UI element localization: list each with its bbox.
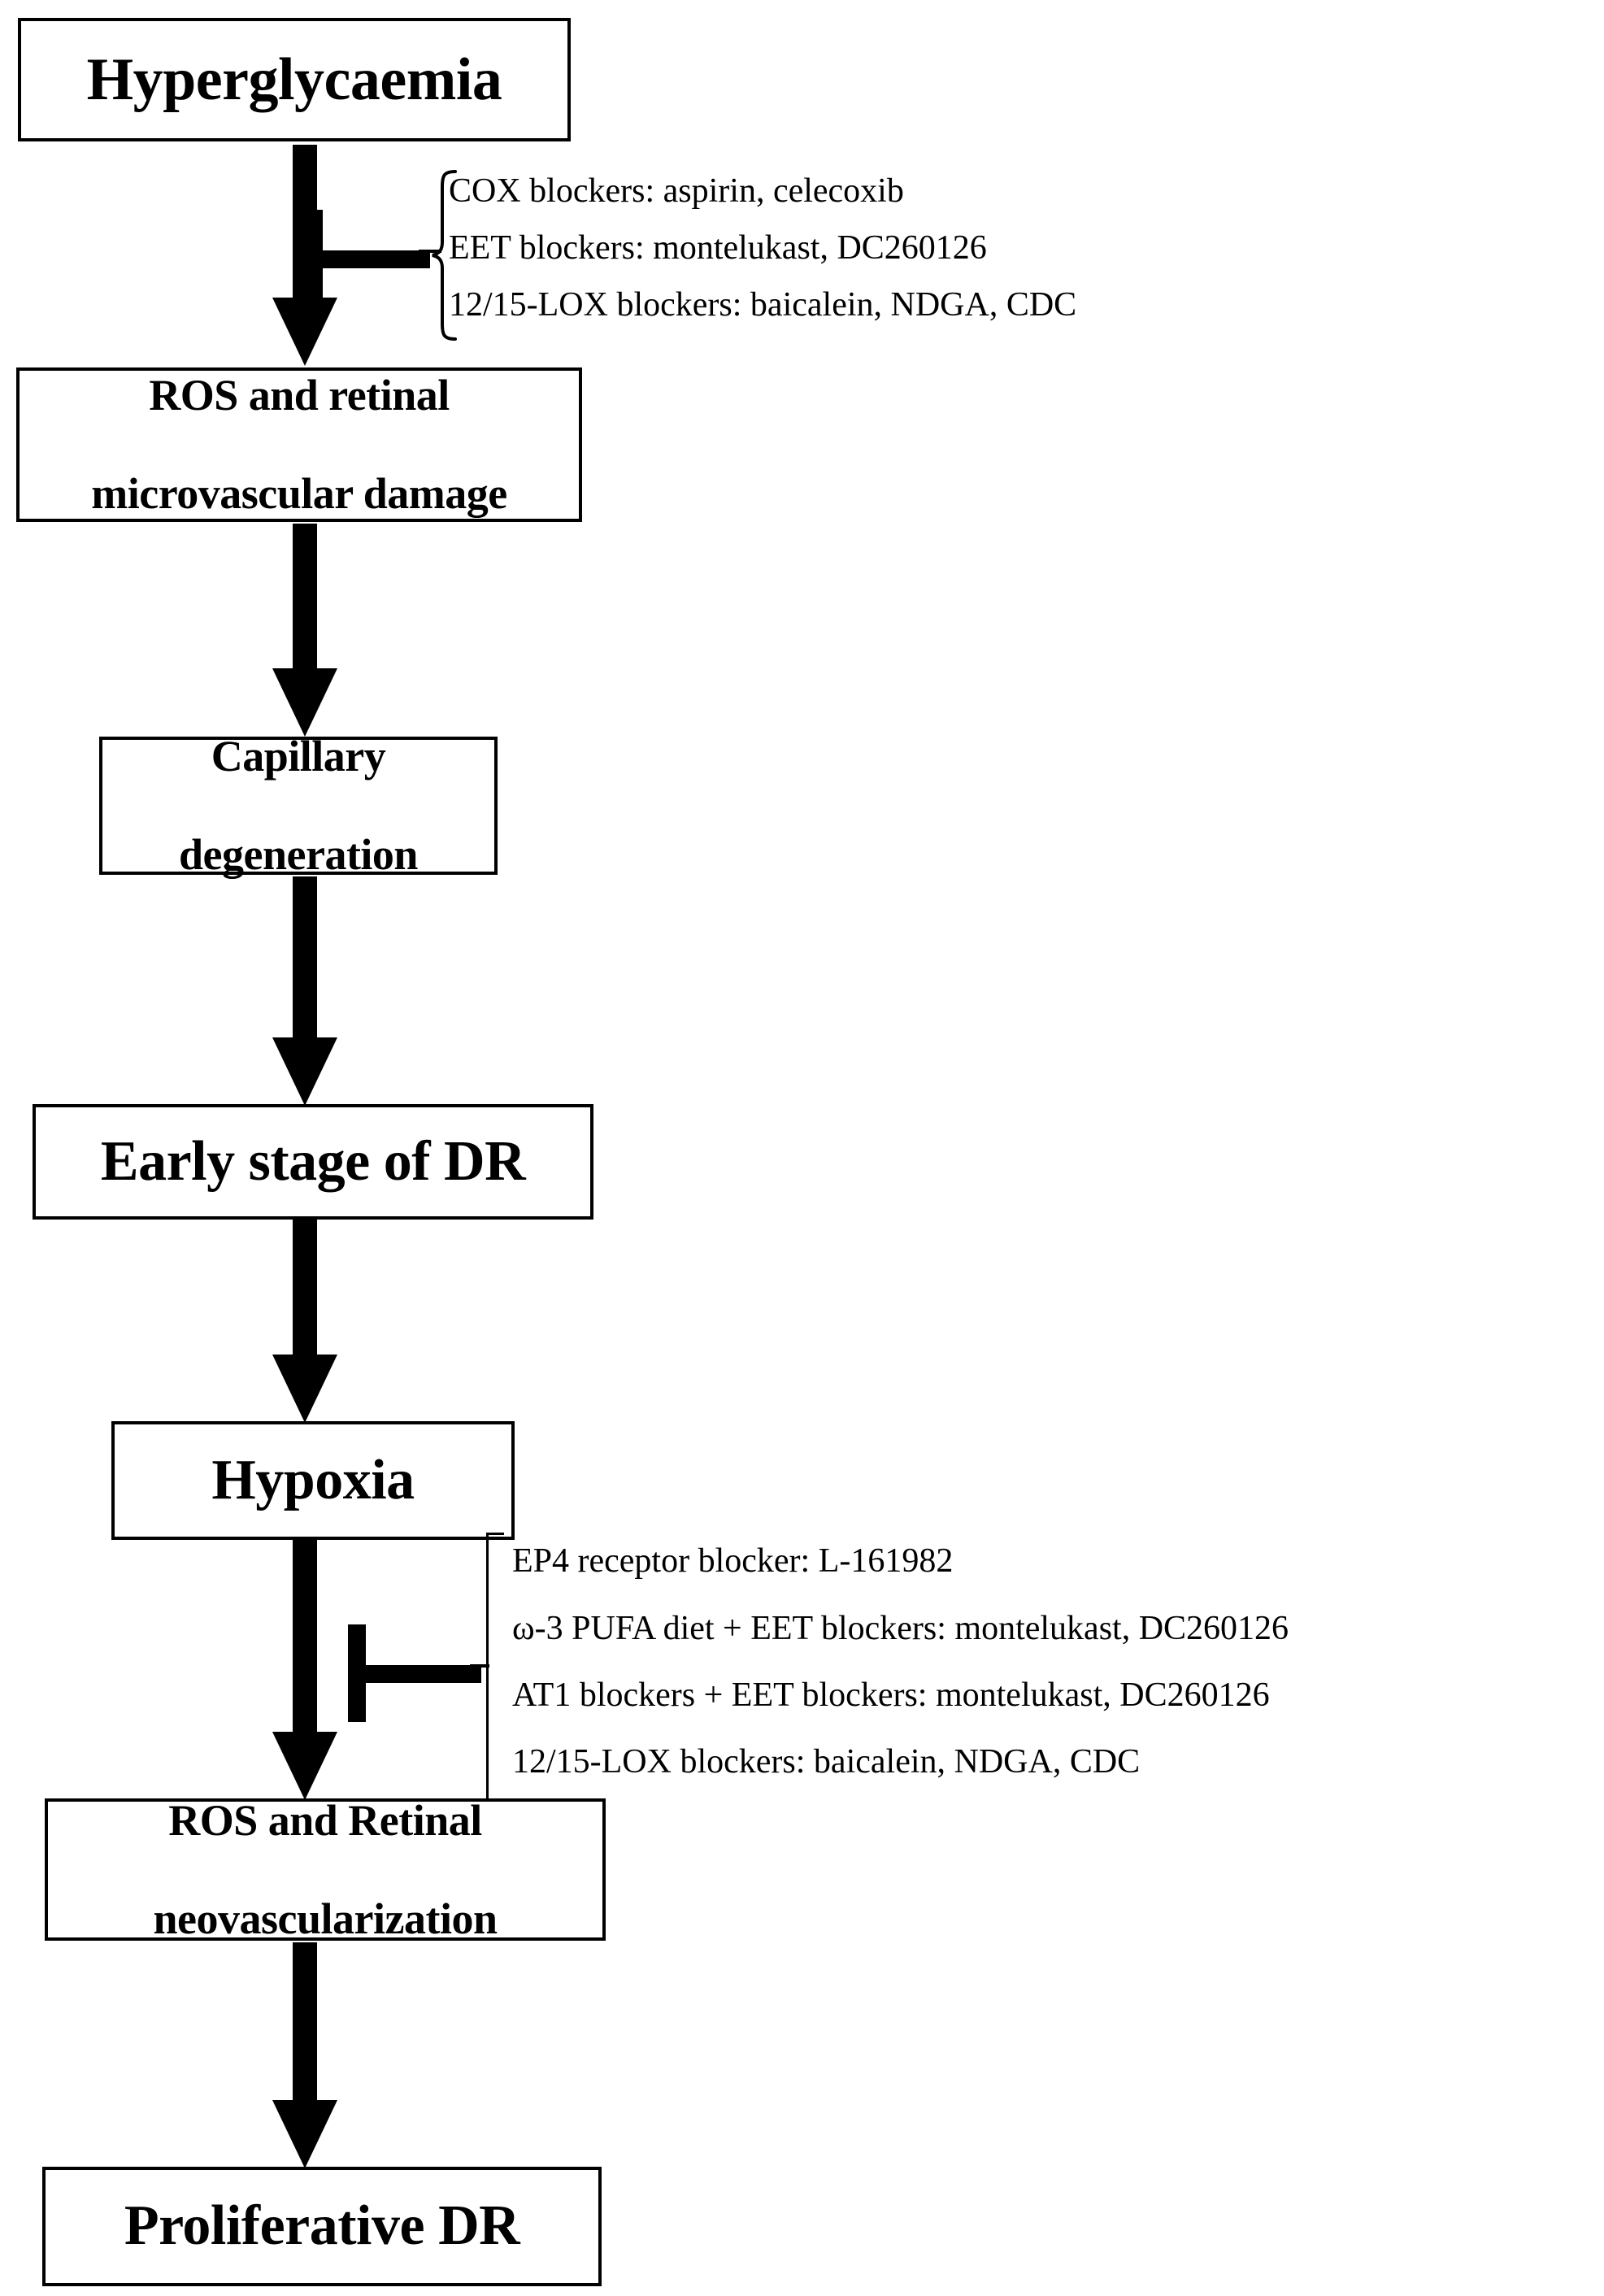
arrow-head (272, 1732, 337, 1800)
node-hyperglycaemia-label: Hyperglycaemia (86, 46, 502, 113)
annotation-top-line-3: 12/15-LOX blockers: baicalein, NDGA, CDC (449, 286, 1077, 324)
annotation-top: COX blockers: aspirin, celecoxib EET blo… (449, 163, 1076, 333)
edge-early-dr-to-hypoxia (272, 1220, 337, 1423)
bracket-connector-bottom (470, 1664, 489, 1668)
node-proliferative-dr-label: Proliferative DR (124, 2194, 520, 2258)
annotation-bottom-line-4: 12/15-LOX blockers: baicalein, NDGA, CDC (512, 1743, 1141, 1781)
node-line-2: microvascular damage (91, 469, 507, 519)
node-capillary-degeneration[interactable]: Capillary degeneration (99, 732, 498, 879)
node-ros-retinal-neovascularization-label: ROS and Retinal neovascularization (48, 1796, 602, 1943)
annotation-bottom: EP4 receptor blocker: L-161982 ω-3 PUFA … (512, 1527, 1289, 1795)
arrow-shaft (293, 524, 317, 672)
curly-brace-top (429, 169, 459, 341)
inhibition-marker-bottom (348, 1624, 494, 1722)
inhibition-horizontal-bar (359, 1665, 481, 1683)
annotation-top-line-2: EET blockers: montelukast, DC260126 (449, 229, 987, 267)
annotation-bottom-line-1: EP4 receptor blocker: L-161982 (512, 1542, 954, 1580)
node-line-1: Capillary (211, 732, 386, 781)
edge-hypoxia-to-neovascularization (272, 1540, 337, 1800)
inhibition-vertical-bar (348, 1624, 366, 1722)
square-bracket-bottom (486, 1533, 504, 1801)
arrow-shaft (293, 1942, 317, 2103)
node-capillary-degeneration-label: Capillary degeneration (102, 732, 494, 879)
node-ros-microvascular-damage[interactable]: ROS and retinal microvascular damage (16, 367, 582, 522)
inhibition-marker-top (305, 210, 435, 307)
arrow-head (272, 1355, 337, 1423)
node-proliferative-dr[interactable]: Proliferative DR (42, 2167, 602, 2286)
node-ros-retinal-neovascularization[interactable]: ROS and Retinal neovascularization (45, 1796, 606, 1943)
node-hyperglycaemia[interactable]: Hyperglycaemia (18, 18, 571, 141)
arrow-head (272, 1037, 337, 1106)
node-line-1: ROS and retinal (149, 371, 450, 420)
annotation-top-line-1: COX blockers: aspirin, celecoxib (449, 172, 904, 210)
inhibition-horizontal-bar (316, 250, 430, 268)
node-hypoxia-label: Hypoxia (211, 1448, 415, 1511)
node-hypoxia[interactable]: Hypoxia (111, 1421, 515, 1540)
edge-neovascularization-to-proliferative (272, 1942, 337, 2168)
edge-ros-to-capillary (272, 524, 337, 737)
arrow-head (272, 2100, 337, 2168)
arrow-shaft (293, 1220, 317, 1358)
annotation-bottom-line-2: ω-3 PUFA diet + EET blockers: montelukas… (512, 1610, 1289, 1647)
arrow-head (272, 668, 337, 737)
node-line-2: neovascularization (153, 1894, 498, 1943)
annotation-bottom-line-3: AT1 blockers + EET blockers: montelukast… (512, 1676, 1270, 1714)
arrow-head (272, 298, 337, 366)
node-early-stage-dr-label: Early stage of DR (100, 1129, 526, 1193)
node-line-1: ROS and Retinal (168, 1795, 482, 1845)
arrow-shaft (293, 1540, 317, 1735)
node-ros-microvascular-damage-label: ROS and retinal microvascular damage (20, 371, 579, 518)
node-line-2: degeneration (179, 830, 418, 880)
arrow-shaft (293, 876, 317, 1041)
edge-capillary-to-early-dr (272, 876, 337, 1106)
node-early-stage-dr[interactable]: Early stage of DR (33, 1104, 593, 1220)
brace-connector-top (419, 250, 441, 253)
inhibition-vertical-bar (305, 210, 323, 307)
